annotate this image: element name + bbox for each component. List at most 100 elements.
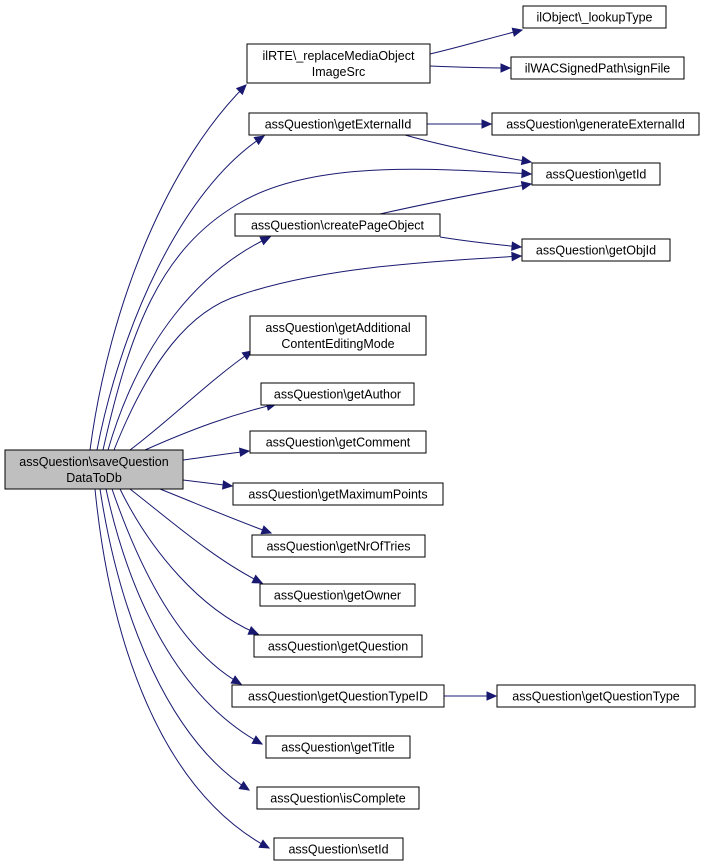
node-createPageObject[interactable]: assQuestion\createPageObject: [234, 213, 441, 237]
node-label: assQuestion\getOwner: [274, 589, 401, 603]
edge-line: [429, 29, 523, 55]
edge-line: [129, 350, 253, 451]
edge-line: [404, 134, 532, 163]
node-getQuestionType[interactable]: assQuestion\getQuestionType: [496, 684, 696, 708]
node-box: [273, 837, 404, 861]
node-label: DataToDb: [66, 471, 122, 485]
node-box: [256, 786, 420, 810]
arrowhead-icon: [258, 839, 271, 849]
edge-line: [113, 255, 522, 451]
node-label: assQuestion\generateExternalId: [506, 118, 685, 132]
node-getTitle[interactable]: assQuestion\getTitle: [265, 735, 411, 759]
node-box: [251, 534, 426, 558]
node-getComment[interactable]: assQuestion\getComment: [249, 430, 427, 454]
node-box: [246, 43, 431, 84]
edge-line: [129, 488, 263, 584]
edge-root-to-getId: [102, 168, 533, 451]
edge-root-to-isComplete: [99, 488, 251, 791]
edge-root-to-getQuestionTypeID: [111, 488, 243, 685]
edge-line: [105, 488, 263, 745]
edge-line: [94, 488, 270, 849]
arrowhead-icon: [481, 119, 493, 129]
edge-root-to-getOwner: [129, 488, 264, 584]
edge-root-to-getComment: [182, 447, 251, 461]
node-box: [231, 684, 445, 708]
arrowhead-icon: [511, 241, 523, 251]
arrowhead-icon: [520, 155, 533, 166]
arrowhead-icon: [238, 447, 251, 457]
node-box: [522, 5, 667, 29]
edges-layer: [89, 27, 533, 849]
node-box: [259, 583, 416, 607]
node-box: [510, 56, 685, 80]
node-label: assQuestion\getQuestionTypeID: [248, 690, 428, 704]
node-getQuestionTypeID[interactable]: assQuestion\getQuestionTypeID: [231, 684, 445, 708]
node-label: ilRTE\_replaceMediaObject: [263, 49, 415, 63]
arrowhead-icon: [500, 63, 512, 73]
edge-line: [99, 488, 250, 791]
node-lookupType[interactable]: ilObject\_lookupType: [522, 5, 667, 29]
edge-line: [89, 84, 247, 451]
arrowhead-icon: [520, 180, 533, 191]
node-label: assQuestion\getExternalId: [265, 118, 412, 132]
node-box: [249, 430, 427, 454]
node-label: assQuestion\getAuthor: [274, 388, 401, 402]
node-label: assQuestion\isComplete: [270, 792, 406, 806]
node-label: assQuestion\getQuestionType: [512, 690, 680, 704]
node-signFile[interactable]: ilWACSignedPath\signFile: [510, 56, 685, 80]
arrowhead-icon: [251, 735, 264, 745]
edge-line: [102, 168, 532, 451]
node-label: assQuestion\getComment: [266, 436, 411, 450]
node-label: assQuestion\getId: [546, 168, 647, 182]
edge-root-to-getObjId: [113, 251, 523, 451]
node-box: [531, 162, 661, 186]
edge-replaceMedia-to-signFile: [429, 63, 512, 73]
node-box: [253, 634, 423, 658]
arrowhead-icon: [247, 625, 260, 635]
node-box: [249, 315, 427, 356]
edge-root-to-createPageObject: [107, 236, 272, 451]
node-getAuthor[interactable]: assQuestion\getAuthor: [260, 382, 415, 406]
edge-line: [107, 236, 271, 451]
node-label: assQuestion\getNrOfTries: [266, 540, 410, 554]
node-box: [248, 112, 428, 136]
node-generateExternalId[interactable]: assQuestion\generateExternalId: [491, 112, 700, 136]
node-box: [4, 449, 184, 490]
node-box: [491, 112, 700, 136]
arrowhead-icon: [259, 236, 272, 246]
node-getNrOfTries[interactable]: assQuestion\getNrOfTries: [251, 534, 426, 558]
node-getAdditional[interactable]: assQuestion\getAdditionalContentEditingM…: [249, 315, 427, 356]
node-box: [496, 684, 696, 708]
node-getExternalId[interactable]: assQuestion\getExternalId: [248, 112, 428, 136]
edge-getExternalId-to-generateExternalId: [427, 119, 493, 129]
edge-line: [111, 488, 242, 685]
node-label: assQuestion\getTitle: [281, 741, 395, 755]
node-label: assQuestion\createPageObject: [251, 219, 425, 233]
node-getMaximumPoints[interactable]: assQuestion\getMaximumPoints: [232, 482, 444, 506]
edge-line: [439, 236, 522, 248]
arrowhead-icon: [222, 480, 234, 490]
edge-line: [119, 488, 259, 635]
edge-line: [144, 403, 277, 451]
edge-root-to-setId: [94, 488, 271, 849]
edge-line: [429, 65, 511, 69]
node-getOwner[interactable]: assQuestion\getOwner: [259, 583, 416, 607]
edge-getQuestionTypeID-to-getQuestionType: [444, 691, 498, 701]
node-label: ilObject\_lookupType: [536, 11, 652, 25]
arrowhead-icon: [253, 135, 266, 146]
node-getObjId[interactable]: assQuestion\getObjId: [521, 238, 671, 262]
node-getId[interactable]: assQuestion\getId: [531, 162, 661, 186]
edge-line: [182, 450, 250, 461]
node-isComplete[interactable]: assQuestion\isComplete: [256, 786, 420, 810]
arrowhead-icon: [511, 251, 523, 262]
arrowhead-icon: [251, 574, 264, 584]
edge-line: [159, 488, 272, 534]
node-getQuestion[interactable]: assQuestion\getQuestion: [253, 634, 423, 658]
node-label: assQuestion\saveQuestion: [19, 455, 168, 469]
node-setId[interactable]: assQuestion\setId: [273, 837, 404, 861]
edge-root-to-getAdditional: [129, 350, 254, 451]
